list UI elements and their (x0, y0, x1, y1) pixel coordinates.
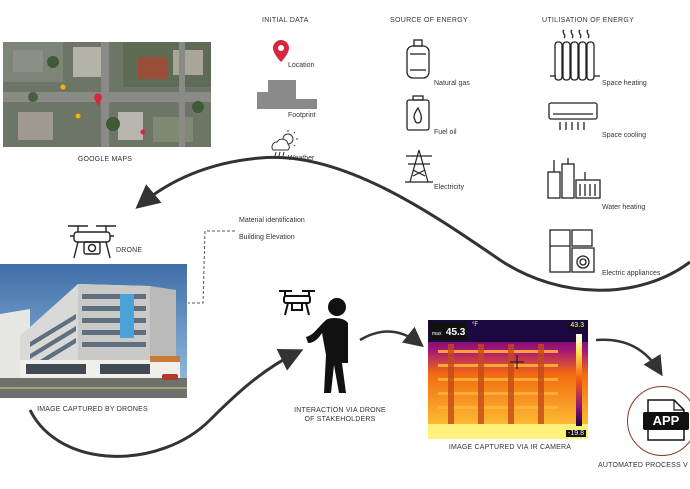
crosshair-icon (510, 355, 524, 369)
caption-interaction-line2: OF STAKEHOLDERS (304, 416, 376, 423)
ir-scale-bottom: -19.8 (566, 430, 586, 437)
ir-max-tag: max (432, 331, 442, 337)
ir-camera-image: max 45.3 °F 43.3 -19.8 (428, 320, 588, 439)
label-natural-gas: Natural gas (434, 80, 470, 87)
caption-google-maps: GOOGLE MAPS (77, 156, 133, 163)
dashed-connector (188, 230, 235, 304)
label-weather: Weather (288, 155, 315, 162)
label-footprint: Footprint (288, 112, 316, 119)
app-circle (627, 386, 690, 456)
label-fuel-oil: Fuel oil (434, 129, 457, 136)
label-water-heating: Water heating (602, 204, 646, 211)
caption-interaction-line1: INTERACTION VIA DRONE (294, 407, 386, 414)
caption-ir-camera: IMAGE CAPTURED VIA IR CAMERA (448, 444, 572, 451)
drone-building-photo (0, 264, 187, 398)
header-utilisation-of-energy: UTILISATION OF ENERGY (542, 17, 635, 24)
header-source-of-energy: SOURCE OF ENERGY (390, 17, 468, 24)
flow-arrow-to-ir (359, 326, 424, 348)
caption-image-by-drones: IMAGE CAPTURED BY DRONES (37, 406, 148, 413)
flow-curve-top (135, 155, 690, 292)
google-maps-image (3, 42, 211, 147)
caption-automated-process: AUTOMATED PROCESS V (598, 462, 688, 469)
label-space-cooling: Space cooling (602, 132, 646, 139)
flow-arrow-to-app (595, 338, 663, 377)
label-space-heating: Space heating (602, 80, 647, 87)
flow-curve-bottom (28, 349, 304, 458)
caption-drone: DRONE (116, 247, 143, 254)
label-electricity: Electricity (434, 184, 464, 191)
label-electric-appliances: Electric appliances (602, 270, 661, 277)
label-building-elevation: Building Elevation (239, 234, 295, 241)
ir-unit: °F (472, 322, 479, 328)
header-initial-data: INITIAL DATA (262, 17, 309, 24)
label-location: Location (288, 62, 315, 69)
app-label: APP (652, 413, 680, 428)
ir-max-value: 45.3 (445, 327, 466, 338)
ir-scale-top: 43.3 (568, 322, 586, 329)
ir-max-readout: max 45.3 (430, 322, 468, 340)
label-material-identification: Material identification (239, 217, 305, 224)
